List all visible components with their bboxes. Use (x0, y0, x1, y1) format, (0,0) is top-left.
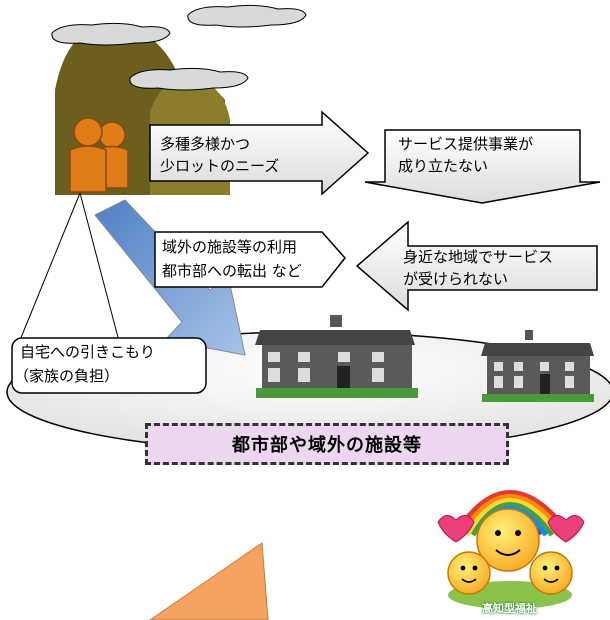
nearby-label-line2: が受けられない (403, 270, 509, 288)
mascot-logo-icon (437, 490, 585, 609)
cloud-icon (129, 67, 249, 91)
house-icon (481, 330, 594, 402)
home-label-line2: （家族の負担） (14, 367, 120, 385)
need-label-line2: 少ロットのニーズ (160, 157, 280, 175)
nearby-arrow (355, 220, 598, 312)
cloud-icon (187, 4, 307, 28)
outflow-label-line2: 都市部への転出 など (162, 262, 302, 280)
orange-triangle (149, 542, 269, 620)
house-icon (255, 315, 418, 398)
service-label-line2: 成り立たない (398, 157, 489, 175)
service-arrow (364, 129, 601, 204)
home-label-line1: 自宅への引きこもり (20, 343, 156, 361)
need-arrow (149, 110, 370, 196)
need-label-line1: 多種多様かつ (160, 135, 251, 153)
service-label-line1: サービス提供事業が (398, 135, 534, 153)
cloud-icon (51, 22, 171, 46)
people-icon (69, 117, 129, 193)
logo-label: 高知型福祉 (482, 602, 537, 615)
nearby-label-line1: 身近な地域でサービス (403, 248, 554, 266)
facility-box: 都市部や域外の施設等 (145, 423, 509, 465)
facility-label: 都市部や域外の施設等 (232, 435, 422, 456)
outflow-arrow (154, 231, 346, 288)
outflow-label-line1: 域外の施設等の利用 (162, 238, 298, 256)
home-callout-box (11, 337, 207, 394)
